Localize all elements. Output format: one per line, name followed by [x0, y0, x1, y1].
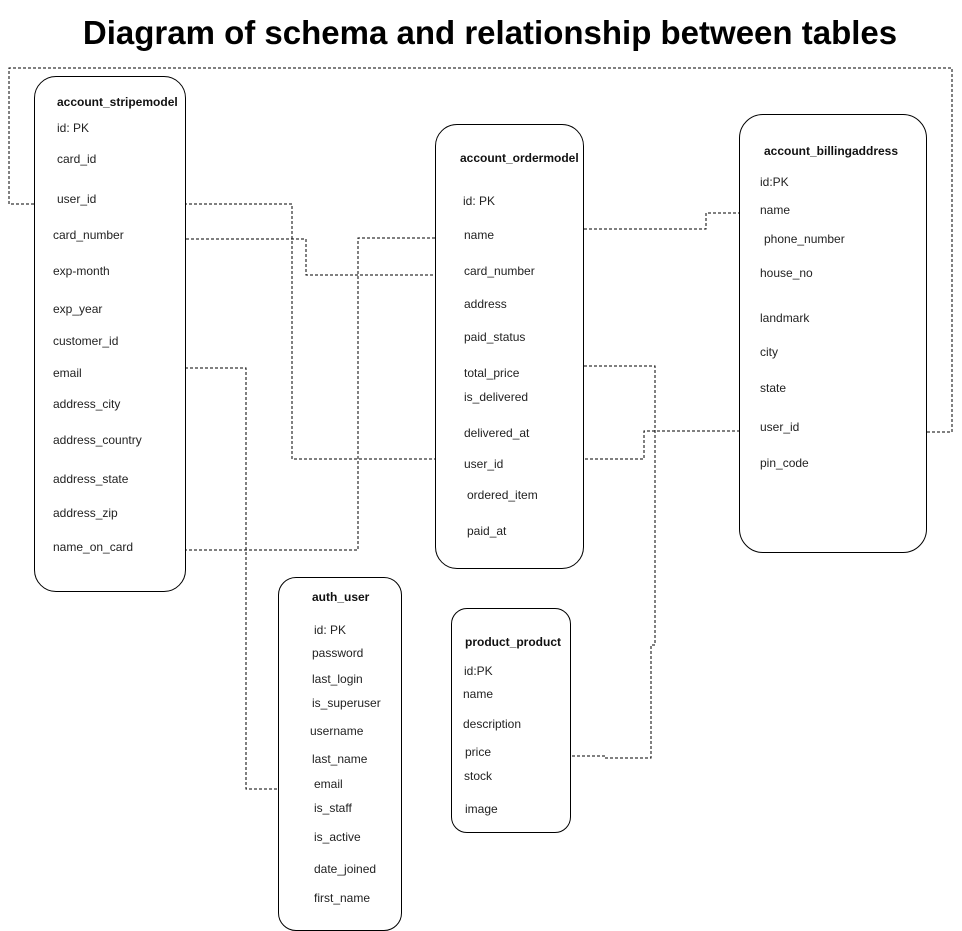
- field-last-name: last_name: [312, 752, 368, 766]
- field-email: email: [53, 366, 82, 380]
- table-name: account_billingaddress: [764, 144, 899, 158]
- field-first-name: first_name: [314, 891, 371, 905]
- field-stock: stock: [464, 769, 493, 783]
- field-user-id: user_id: [464, 457, 504, 471]
- field-image: image: [465, 802, 498, 816]
- table-product-product: [451, 608, 571, 833]
- field-customer-id: customer_id: [53, 334, 119, 348]
- field-address-country: address_country: [53, 433, 142, 447]
- field-phone-number: phone_number: [764, 232, 845, 246]
- connector-line: [535, 430, 751, 460]
- field-card-number: card_number: [53, 228, 124, 242]
- field-address-state: address_state: [53, 472, 129, 486]
- table-auth-user: [278, 577, 402, 931]
- field-user-id: user_id: [760, 420, 800, 434]
- table-name: auth_user: [312, 590, 370, 604]
- connector-line: [8, 67, 953, 433]
- connector-line: [508, 365, 656, 759]
- field-name: name: [463, 687, 494, 701]
- relationship-stripe-nameoncard-to-order-name: [147, 234, 462, 554]
- connector-line: [156, 238, 455, 276]
- field-password: password: [312, 646, 364, 660]
- field-last-login: last_login: [312, 672, 363, 686]
- relationship-stripe-cardnumber-to-order-cardnumber: [149, 235, 462, 279]
- connector-line: [129, 203, 455, 460]
- field-is-delivered: is_delivered: [464, 390, 529, 404]
- table-account-stripemodel: [34, 76, 186, 592]
- table-account-ordermodel: [435, 124, 584, 569]
- field-name: name: [760, 203, 791, 217]
- field-description: description: [463, 717, 522, 731]
- table-name: account_stripemodel: [57, 95, 178, 109]
- field-user-id: user_id: [57, 192, 97, 206]
- field-is-active: is_active: [314, 830, 361, 844]
- field-name-on-card: name_on_card: [53, 540, 134, 554]
- field-id: id: PK: [314, 623, 347, 637]
- field-address: address: [464, 297, 507, 311]
- field-email: email: [314, 777, 343, 791]
- field-price: price: [465, 745, 492, 759]
- field-id: id:PK: [760, 175, 789, 189]
- connector-line: [509, 212, 751, 230]
- field-exp-month: exp-month: [53, 264, 110, 278]
- table-name: product_product: [465, 635, 561, 649]
- field-paid-at: paid_at: [467, 524, 507, 538]
- field-id: id: PK: [57, 121, 90, 135]
- field-address-zip: address_zip: [53, 506, 118, 520]
- field-date-joined: date_joined: [314, 862, 377, 876]
- field-address-city: address_city: [53, 397, 121, 411]
- field-ordered-item: ordered_item: [467, 488, 538, 502]
- connector-line: [154, 237, 455, 551]
- field-name: name: [464, 228, 495, 242]
- field-landmark: landmark: [760, 311, 810, 325]
- field-city: city: [760, 345, 778, 359]
- field-card-number: card_number: [464, 264, 535, 278]
- field-id: id:PK: [464, 664, 493, 678]
- field-is-staff: is_staff: [314, 801, 352, 815]
- diagram-title: Diagram of schema and relationship betwe…: [82, 14, 898, 51]
- field-username: username: [310, 724, 364, 738]
- table-account-billingaddress: [739, 114, 927, 553]
- field-delivered-at: delivered_at: [464, 426, 530, 440]
- field-paid-status: paid_status: [464, 330, 526, 344]
- field-is-superuser: is_superuser: [312, 696, 381, 710]
- field-exp-year: exp_year: [53, 302, 103, 316]
- field-total-price: total_price: [464, 366, 520, 380]
- field-id: id: PK: [463, 194, 496, 208]
- table-name: account_ordermodel: [460, 151, 579, 165]
- field-card-id: card_id: [57, 152, 97, 166]
- field-pin-code: pin_code: [760, 456, 809, 470]
- field-state: state: [760, 381, 787, 395]
- field-house-no: house_no: [760, 266, 813, 280]
